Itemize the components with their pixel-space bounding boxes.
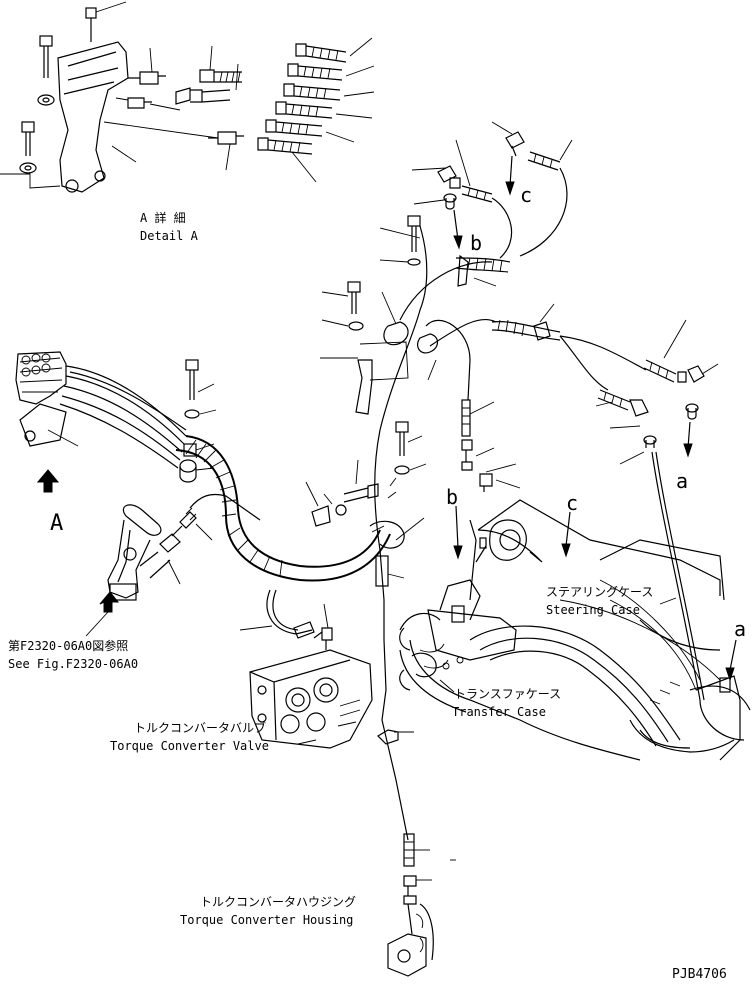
main-wrapped-hose xyxy=(175,359,391,582)
right-sensor-group: a xyxy=(491,303,719,701)
view-arrow-a: A xyxy=(36,469,63,536)
mark-c-lower: c xyxy=(566,491,578,515)
ref-en-label: See Fig.F2320-06A0 xyxy=(8,657,138,671)
mark-a-upper: a xyxy=(676,469,688,493)
hose-ends-detail xyxy=(175,37,375,183)
mark-c-upper: c xyxy=(520,183,532,207)
top-sensor-group: b c xyxy=(411,121,573,287)
steering-case-jp-label: ステアリングケース xyxy=(546,585,653,599)
transfer-case-leader xyxy=(439,679,455,693)
steering-case-en-label: Steering Case xyxy=(546,603,640,617)
machine-body: b c a xyxy=(399,485,751,761)
ref-jp-label: 第F2320-06A0図参照 xyxy=(8,638,128,653)
detail-a-assembly: A 詳 細 Detail A xyxy=(0,1,375,243)
view-letter-a: A xyxy=(50,511,63,536)
torque-converter-valve: トルクコンバータバルブ Torque Converter Valve xyxy=(110,589,373,753)
tch-jp-label: トルクコンバータハウジング xyxy=(200,895,356,909)
detail-a-jp-label: A 詳 細 xyxy=(140,210,186,225)
tcv-jp-label: トルクコンバータバルブ xyxy=(134,720,266,735)
center-fitting-stack xyxy=(305,399,521,745)
center-clamp-group xyxy=(320,215,497,841)
mark-b-upper: b xyxy=(470,231,482,255)
drawing-number: PJB4706 xyxy=(672,967,727,982)
transfer-case-en-label: Transfer Case xyxy=(452,705,546,719)
transfer-case-jp-label: トランスファケース xyxy=(454,687,561,701)
torque-converter-housing: トルクコンバータハウジング Torque Converter Housing xyxy=(180,833,456,977)
steering-case-leader xyxy=(659,597,677,605)
detail-a-en-label: Detail A xyxy=(140,229,199,243)
tch-en-label: Torque Converter Housing xyxy=(180,913,353,927)
tcv-en-label: Torque Converter Valve xyxy=(110,739,269,753)
mark-b-lower: b xyxy=(446,485,458,509)
mark-a-lower: a xyxy=(734,617,746,641)
left-connector-cluster xyxy=(15,351,187,469)
tube-assembly-ref: 第F2320-06A0図参照 See Fig.F2320-06A0 xyxy=(8,493,261,671)
